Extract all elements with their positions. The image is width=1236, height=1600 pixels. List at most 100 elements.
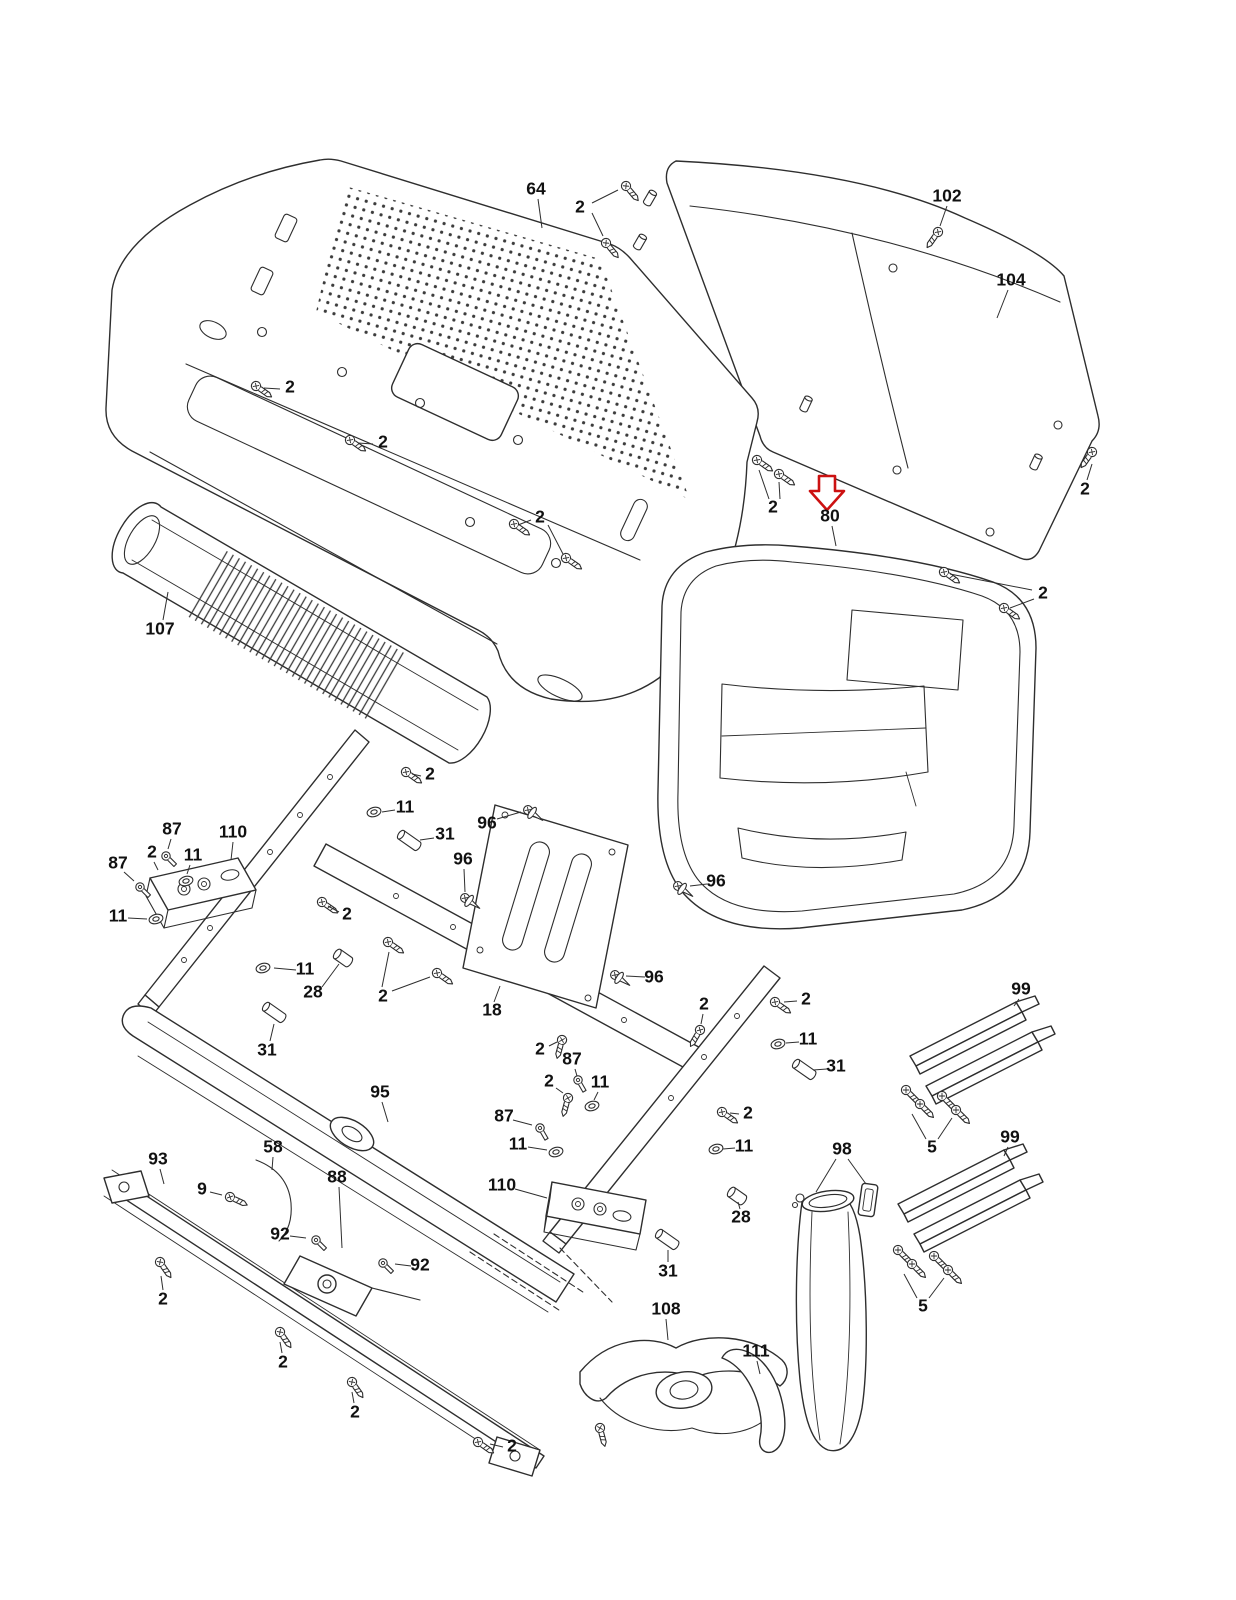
leader-line xyxy=(127,917,148,920)
part-label-2: 2 xyxy=(575,197,585,217)
frame-assembly xyxy=(121,729,781,1313)
part-label-2: 2 xyxy=(378,986,388,1006)
screw-part-96 xyxy=(607,966,635,992)
leader-line xyxy=(381,1101,389,1123)
part-label-102: 102 xyxy=(932,186,961,206)
screw-part-2 xyxy=(345,1375,368,1401)
screw-part-2 xyxy=(715,1105,741,1128)
leader-line xyxy=(209,1191,223,1196)
part-label-31: 31 xyxy=(826,1056,846,1076)
leader-line xyxy=(512,1119,533,1126)
screw-part-2 xyxy=(273,1325,296,1351)
leader-line xyxy=(665,1318,669,1341)
part-label-11: 11 xyxy=(735,1136,754,1156)
part-label-87: 87 xyxy=(162,819,181,839)
part-label-2: 2 xyxy=(699,994,709,1014)
leader-line xyxy=(269,1023,275,1042)
part-label-11: 11 xyxy=(591,1072,610,1092)
machine-screw-part-87 xyxy=(133,880,153,900)
leader-line xyxy=(785,1041,800,1044)
machine-screw-part-87 xyxy=(571,1073,589,1094)
pivot-bracket-88 xyxy=(283,1255,421,1317)
leader-line xyxy=(831,525,837,547)
leader-line xyxy=(547,524,564,555)
bracket-plate-18 xyxy=(462,804,629,1009)
part-label-2: 2 xyxy=(147,842,157,862)
leader-line xyxy=(812,1068,828,1071)
screw-part-5 xyxy=(940,1262,966,1288)
part-label-92: 92 xyxy=(410,1255,430,1275)
leader-line xyxy=(153,861,159,871)
bracket-110-right xyxy=(543,1181,647,1251)
part-label-11: 11 xyxy=(799,1029,818,1049)
bolt-part-31 xyxy=(260,1000,288,1025)
leader-line xyxy=(548,1041,558,1047)
part-label-2: 2 xyxy=(544,1071,554,1091)
leader-line xyxy=(493,985,501,1003)
screw-part-9 xyxy=(223,1190,250,1210)
leader-line xyxy=(783,1000,798,1003)
pouch-clip xyxy=(857,1182,879,1218)
part-label-11: 11 xyxy=(509,1134,528,1154)
washer-part-11 xyxy=(547,1145,565,1159)
leader-line xyxy=(756,1360,761,1375)
leader-line xyxy=(591,212,604,237)
leader-line xyxy=(1009,598,1035,609)
bolt-part-31 xyxy=(395,828,423,853)
screw-part-2 xyxy=(315,895,341,918)
spacer-part-28 xyxy=(725,1185,749,1207)
part-label-2: 2 xyxy=(342,904,352,924)
grip-roller-107 xyxy=(111,501,492,764)
machine-screw-part-87 xyxy=(533,1121,551,1142)
leader-line xyxy=(847,1158,867,1185)
leader-line xyxy=(593,1091,599,1101)
part-label-98: 98 xyxy=(832,1139,852,1159)
callout-arrow-80-icon xyxy=(808,474,846,512)
speaker-grill-dots xyxy=(316,186,690,500)
spacer-part-28 xyxy=(331,947,355,969)
part-label-2: 2 xyxy=(285,377,295,397)
screw-part-2 xyxy=(618,178,643,205)
leader-line xyxy=(496,811,522,820)
leader-line xyxy=(700,1013,704,1025)
screw-part-92 xyxy=(309,1233,329,1253)
part-label-93: 93 xyxy=(148,1149,168,1169)
leader-line xyxy=(689,883,708,887)
leader-line xyxy=(391,976,431,992)
leader-line xyxy=(123,871,135,882)
part-label-31: 31 xyxy=(435,824,455,844)
shroud-bracket-set-1 xyxy=(909,995,1056,1105)
part-label-2: 2 xyxy=(425,764,435,784)
part-label-87: 87 xyxy=(494,1106,513,1126)
part-label-18: 18 xyxy=(482,1000,502,1020)
part-label-11: 11 xyxy=(184,845,203,865)
leader-line xyxy=(928,1277,945,1299)
rear-panel-104 xyxy=(631,160,1100,561)
part-label-92: 92 xyxy=(270,1224,290,1244)
leader-line xyxy=(514,1188,548,1199)
part-label-2: 2 xyxy=(535,1039,545,1059)
leader-line xyxy=(778,481,781,500)
part-label-2: 2 xyxy=(507,1436,517,1456)
part-label-80: 80 xyxy=(820,506,840,526)
leader-line xyxy=(517,519,532,526)
part-label-104: 104 xyxy=(996,270,1025,290)
screw-part-2 xyxy=(593,1421,610,1449)
part-label-11: 11 xyxy=(396,797,415,817)
leader-line xyxy=(1013,998,1020,1007)
part-label-2: 2 xyxy=(535,507,545,527)
leader-line xyxy=(903,1273,918,1299)
part-label-11: 11 xyxy=(109,906,128,926)
part-label-2: 2 xyxy=(350,1402,360,1422)
part-label-11: 11 xyxy=(296,959,315,979)
console-base-80 xyxy=(657,544,1037,930)
machine-screw-part-87 xyxy=(159,849,179,869)
washer-part-11 xyxy=(365,805,383,819)
washer-part-11 xyxy=(707,1142,725,1156)
washer-part-11 xyxy=(254,961,272,975)
part-label-28: 28 xyxy=(303,982,323,1002)
leader-line xyxy=(489,1443,504,1448)
bracket-110-left xyxy=(145,857,257,929)
leader-line xyxy=(758,469,770,500)
